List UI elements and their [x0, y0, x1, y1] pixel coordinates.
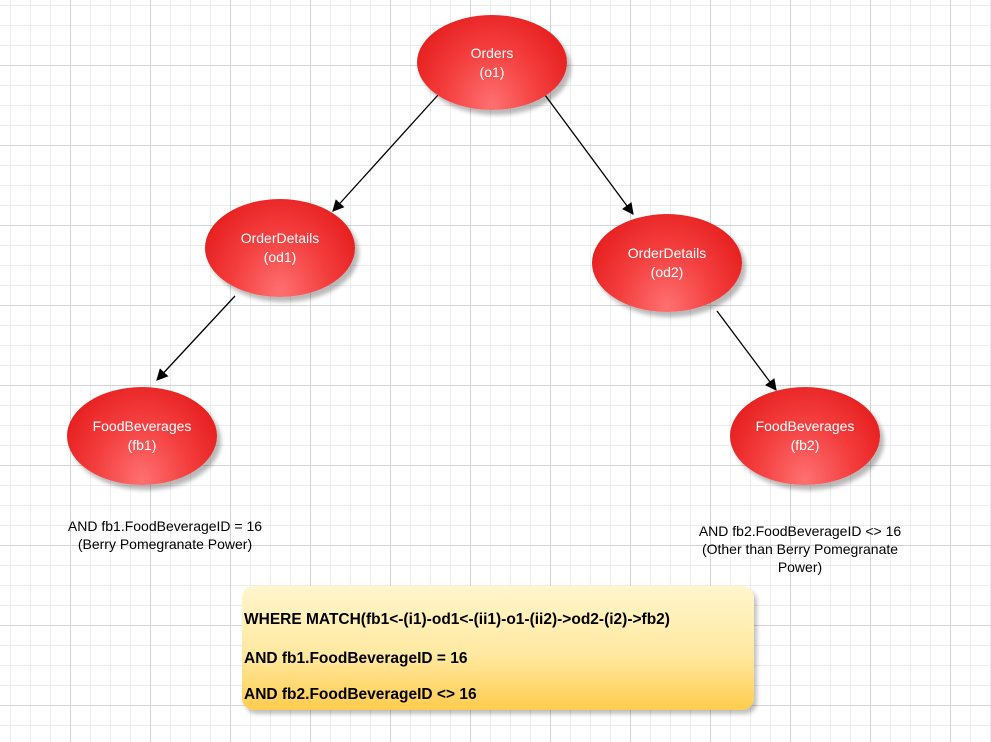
query-box: WHERE MATCH(fb1<-(i1)-od1<-(ii1)-o1-(ii2…	[242, 586, 754, 710]
note-fb2: AND fb2.FoodBeverageID <> 16 (Other than…	[670, 522, 930, 576]
node-fb1-name: FoodBeverages	[92, 418, 192, 434]
edge-od1-fb1	[156, 295, 236, 381]
note-fb1-condition: AND fb1.FoodBeverageID = 16	[67, 518, 263, 534]
node-od2-alias: (od2)	[650, 264, 684, 280]
node-orders-alias: (o1)	[479, 63, 505, 80]
edge-o1-od2	[544, 94, 634, 215]
node-fb2-alias: (fb2)	[790, 437, 820, 453]
edge-o1-od1	[332, 94, 439, 212]
note-fb1: AND fb1.FoodBeverageID = 16 (Berry Pomeg…	[40, 517, 290, 553]
note-fb2-detail: (Other than Berry Pomegranate	[701, 541, 899, 557]
node-od1-name: OrderDetails	[240, 230, 320, 246]
node-od1-alias: (od1)	[263, 249, 297, 265]
node-od2[interactable]: OrderDetails (od2)	[592, 214, 742, 312]
node-fb2-name: FoodBeverages	[755, 418, 855, 434]
node-orders[interactable]: Orders (o1)	[417, 15, 567, 110]
note-fb1-detail: (Berry Pomegranate Power)	[77, 536, 253, 552]
note-fb2-condition: AND fb2.FoodBeverageID <> 16	[698, 523, 902, 539]
edge-od2-fb2	[716, 310, 777, 391]
note-fb2-detail2: Power)	[777, 559, 823, 575]
node-fb1[interactable]: FoodBeverages (fb1)	[67, 387, 217, 485]
node-fb2[interactable]: FoodBeverages (fb2)	[730, 387, 880, 485]
node-od2-name: OrderDetails	[627, 245, 707, 261]
query-line-fb1: AND fb1.FoodBeverageID = 16	[244, 650, 468, 667]
node-od1[interactable]: OrderDetails (od1)	[205, 199, 355, 297]
node-orders-name: Orders	[470, 44, 514, 61]
node-fb1-alias: (fb1)	[127, 437, 157, 453]
query-line-fb2: AND fb2.FoodBeverageID <> 16	[244, 686, 477, 703]
query-line-match: WHERE MATCH(fb1<-(i1)-od1<-(ii1)-o1-(ii2…	[244, 611, 670, 628]
